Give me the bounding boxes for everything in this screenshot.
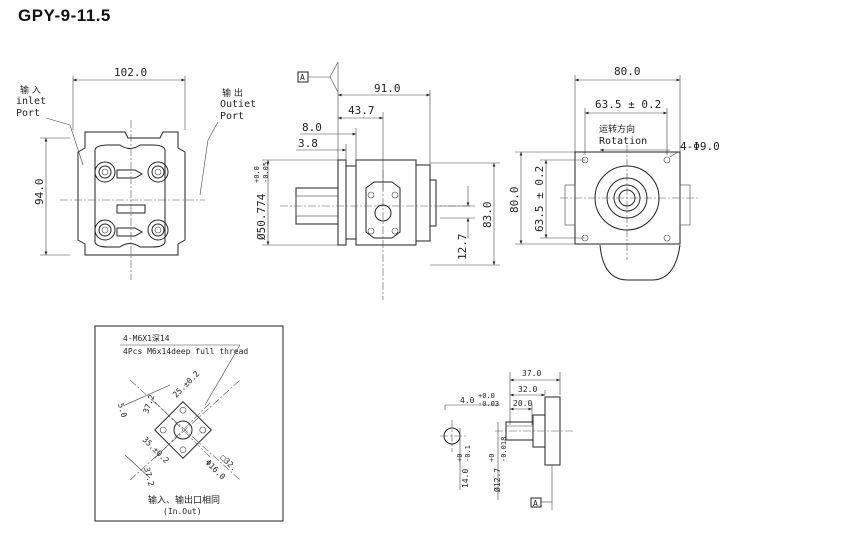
front-view: 102.0 94.0 输 入 inlet Port 输 出 Outiet Por… <box>16 66 256 280</box>
dim-14-tol-dn: -0.1 <box>464 445 472 462</box>
port-caption-cn: 输入、输出口相同 <box>148 494 220 506</box>
dim-80-width: 80.0 <box>614 65 641 78</box>
dim-37: 37.0 <box>522 369 541 378</box>
dim-shaft-tol-dn: -0.05 <box>262 162 270 183</box>
side-view: A 91.0 43.7 8.0 3.8 Ø50.774 +0.0 -0.05 <box>253 61 500 300</box>
dim-80-height: 80.0 <box>508 187 521 214</box>
dim-43-7: 43.7 <box>348 104 375 117</box>
dim-12-7-shaft: Ø12.7 <box>492 468 502 492</box>
dim-12-7-tol-dn: -0.018 <box>500 437 508 462</box>
dim-8: 8.0 <box>302 121 322 134</box>
holes-label: 4-Φ9.0 <box>680 140 720 153</box>
port-detail: 4-M6X1深14 4Pcs M6x14deep full thread 37.… <box>94 325 284 522</box>
dim-3-8: 3.8 <box>298 137 318 150</box>
dim-12-7-tol-up: +0 <box>488 454 496 462</box>
inlet-label-en: inlet <box>16 96 46 107</box>
shaft-detail: 37.0 32.0 20.0 4.0 +0.0 -0.03 14.0 +0 -0… <box>440 369 575 510</box>
outlet-port-label: Port <box>220 111 244 122</box>
dim-14-tol-up: +0 <box>456 454 464 462</box>
inlet-label-cn: 输 入 <box>20 84 41 96</box>
shaft-datum-a: A <box>533 499 538 508</box>
outlet-label-en: Outiet <box>220 99 256 110</box>
rotation-label-cn: 运转方向 <box>599 123 635 135</box>
dim-shaft-tol-up: +0.0 <box>253 166 261 183</box>
dim-25: 25.±0.2 <box>171 369 201 399</box>
dim-20: 20.0 <box>513 399 532 408</box>
dim-83: 83.0 <box>481 202 494 229</box>
dim-91: 91.0 <box>374 82 401 95</box>
dim-32: 32.0 <box>518 385 537 394</box>
rear-view: 80.0 63.5 ± 0.2 运转方向 Rotation 4-Φ9.0 80.… <box>508 65 720 281</box>
rotation-label-en: Rotation <box>599 136 647 147</box>
dim-height-94: 94.0 <box>33 179 46 206</box>
dim-key-tol-dn: -0.03 <box>478 400 499 408</box>
dim-key: 4.0 <box>460 396 475 405</box>
drawing-title: GPY-9-11.5 <box>18 6 111 25</box>
dim-12-7: 12.7 <box>456 234 469 261</box>
datum-a-label: A <box>300 73 305 82</box>
dim-63-5-height: 63.5 ± 0.2 <box>533 166 546 232</box>
thread-note-cn: 4-M6X1深14 <box>123 334 170 343</box>
dim-shaft-dia: Ø50.774 <box>255 193 268 240</box>
dim-width-102: 102.0 <box>114 66 147 79</box>
dim-63-5-width: 63.5 ± 0.2 <box>595 98 661 111</box>
port-caption-en: (In.Out) <box>163 507 202 516</box>
dim-35-side: 5.0 <box>116 402 128 418</box>
dim-35: 35.±0.2 <box>141 435 171 465</box>
dim-14: 14.0 <box>461 469 470 488</box>
dim-key-tol-up: +0.0 <box>478 392 495 400</box>
outlet-label-cn: 输 出 <box>222 87 243 99</box>
thread-note-en: 4Pcs M6x14deep full thread <box>123 347 248 356</box>
inlet-port-label: Port <box>16 108 40 119</box>
